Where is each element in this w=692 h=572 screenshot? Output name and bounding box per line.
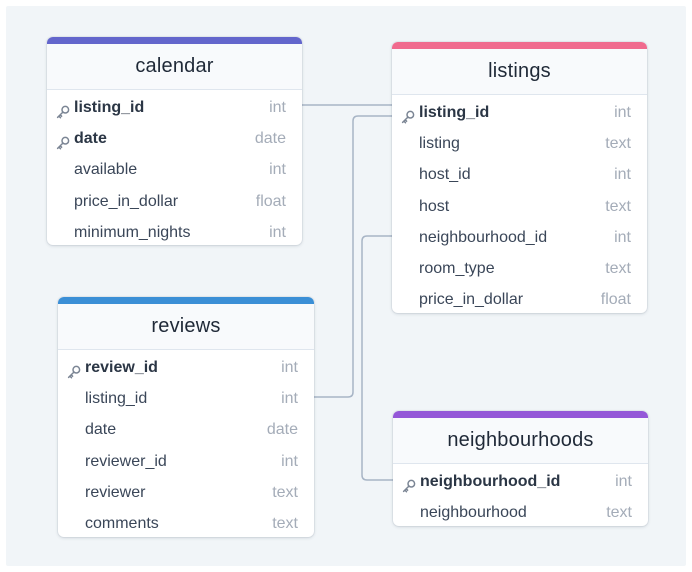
field-name: listing_id [85,390,148,408]
field-row[interactable]: comments text [58,508,314,537]
field-type: text [272,514,298,532]
table-title: neighbourhoods [393,418,648,464]
field-row[interactable]: available int [47,154,302,185]
field-row[interactable]: date date [58,414,314,445]
table-accent-bar [47,37,302,44]
key-icon [55,131,71,150]
field-row[interactable]: listing_id int [47,92,302,123]
field-name: listing [419,135,460,153]
field-row[interactable]: neighbourhood_id int [392,222,647,253]
field-row[interactable]: review_id int [58,352,314,383]
field-type: float [255,192,286,210]
field-type: int [614,228,631,246]
field-row[interactable]: host text [392,191,647,222]
field-name: reviewer_id [85,452,167,470]
field-name: host [419,197,450,215]
table-accent-bar [393,411,648,418]
field-type: date [254,130,286,148]
table-title: listings [392,49,647,95]
table-accent-bar [392,42,647,49]
field-row[interactable]: reviewer text [58,477,314,508]
field-row[interactable]: neighbourhood_id int [393,466,648,497]
field-type: text [605,197,631,215]
field-type: text [272,483,298,501]
field-name: price_in_dollar [419,291,524,309]
field-row[interactable]: price_in_dollar float [47,186,302,217]
field-list: neighbourhood_id int neighbourhood text [393,464,648,526]
field-name: price_in_dollar [74,192,179,210]
key-icon [401,474,417,493]
field-row[interactable]: neighbourhood text [393,497,648,526]
field-type: int [614,104,631,121]
field-row[interactable]: listing_id int [58,383,314,414]
field-type: int [615,473,632,490]
field-name: minimum_nights [74,223,191,241]
table-accent-bar [58,297,314,304]
field-name: neighbourhood_id [419,228,548,246]
field-row[interactable]: host_id int [392,159,647,190]
field-name: listing_id [74,99,145,116]
table-title: calendar [47,44,302,90]
field-type: text [606,504,632,522]
field-row[interactable]: date date [47,123,302,154]
field-type: int [281,359,298,376]
field-row[interactable]: room_type text [392,253,647,284]
key-icon [400,105,416,124]
field-name: host_id [419,166,471,184]
key-icon [55,100,71,119]
field-type: int [281,452,298,470]
field-type: text [605,135,631,153]
field-type: float [600,291,631,309]
field-type: int [269,99,286,116]
field-name: available [74,161,138,179]
field-name: room_type [419,259,495,277]
field-name: listing_id [419,104,490,121]
field-row[interactable]: reviewer_id int [58,446,314,477]
field-name: neighbourhood [420,504,527,522]
field-name: date [74,130,107,148]
field-type: int [269,223,286,241]
field-name: comments [85,514,159,532]
key-icon [66,360,82,379]
field-name: review_id [85,359,158,376]
field-name: date [85,421,117,439]
field-name: neighbourhood_id [420,473,561,490]
field-row[interactable]: listing text [392,128,647,159]
field-type: int [281,390,298,408]
field-row[interactable]: listing_id int [392,97,647,128]
field-row[interactable]: minimum_nights int [47,217,302,245]
field-name: reviewer [85,483,146,501]
field-type: date [266,421,298,439]
field-type: int [614,166,631,184]
field-type: int [269,161,286,179]
field-type: text [605,259,631,277]
table-title: reviews [58,304,314,350]
field-row[interactable]: price_in_dollar float [392,284,647,313]
